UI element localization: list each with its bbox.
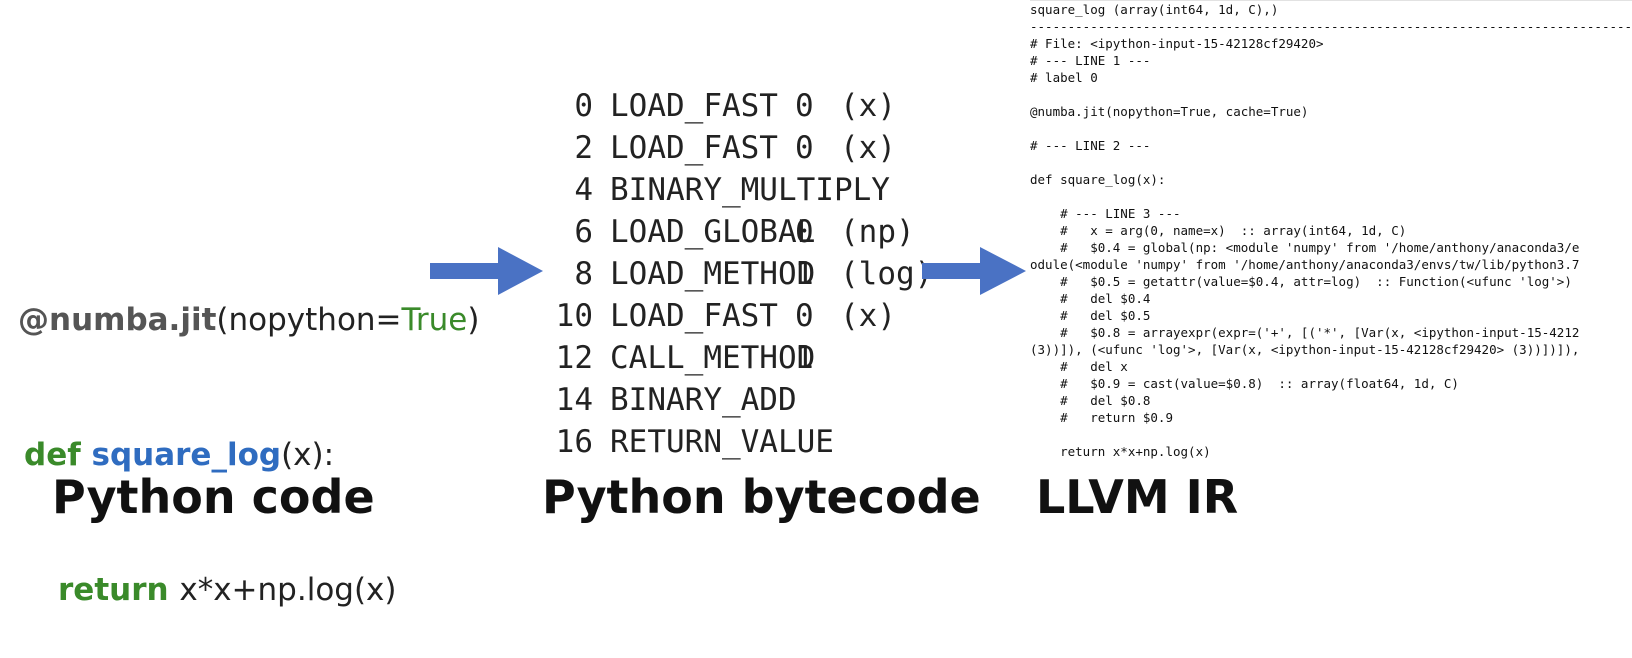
ir-line: # del $0.4 bbox=[1030, 291, 1151, 306]
ir-line: # x = arg(0, name=x) :: array(int64, 1d,… bbox=[1030, 223, 1407, 238]
bytecode-row: 0 LOAD_FAST 0 (x) bbox=[555, 85, 896, 127]
ir-line: ----------------------------------------… bbox=[1030, 19, 1632, 34]
ir-line: # --- LINE 3 --- bbox=[1030, 206, 1181, 221]
bytecode-arg: 0 bbox=[795, 298, 814, 334]
ir-line: # del x bbox=[1030, 359, 1128, 374]
bytecode-argval: (x) bbox=[840, 130, 896, 166]
bytecode-offset: 2 bbox=[574, 130, 593, 166]
bytecode-arg: 0 bbox=[795, 214, 814, 250]
return-line: return x*x+np.log(x) bbox=[18, 568, 480, 613]
bytecode-opname: BINARY_ADD bbox=[610, 382, 797, 418]
bytecode-argval: (np) bbox=[840, 214, 915, 250]
bytecode-row: 14 BINARY_ADD bbox=[555, 379, 797, 421]
ir-line bbox=[1030, 154, 1632, 171]
bytecode-offset: 14 bbox=[555, 382, 593, 418]
bytecode-offset: 12 bbox=[555, 340, 593, 376]
bytecode-arg: 1 bbox=[795, 256, 814, 292]
bytecode-argval: (x) bbox=[840, 88, 896, 124]
bytecode-opname: LOAD_FAST bbox=[610, 298, 778, 334]
bytecode-offset: 10 bbox=[555, 298, 593, 334]
bytecode-row: 10 LOAD_FAST 0 (x) bbox=[555, 295, 896, 337]
bytecode-argval: (x) bbox=[840, 298, 896, 334]
caption-llvm-ir: LLVM IR bbox=[1036, 470, 1239, 524]
caption-python-code: Python code bbox=[52, 470, 375, 524]
caption-python-bytecode: Python bytecode bbox=[542, 470, 981, 524]
bytecode-row: 4 BINARY_MULTIPLY bbox=[555, 169, 890, 211]
ir-line: # label 0 bbox=[1030, 70, 1098, 85]
bytecode-opname: LOAD_FAST bbox=[610, 88, 778, 124]
ir-line: return x*x+np.log(x) bbox=[1030, 444, 1211, 459]
ir-line: # return $0.9 bbox=[1030, 410, 1173, 425]
bytecode-row: 2 LOAD_FAST 0 (x) bbox=[555, 127, 896, 169]
decorator-open: (nopython= bbox=[216, 302, 402, 338]
ir-line: # --- LINE 2 --- bbox=[1030, 138, 1151, 153]
bytecode-row: 16 RETURN_VALUE bbox=[555, 421, 834, 463]
bytecode-opname: LOAD_METHOD bbox=[610, 256, 816, 292]
arrow-code-to-bytecode-icon bbox=[430, 247, 543, 295]
function-params: (x): bbox=[281, 437, 335, 473]
decorator-line: @numba.jit(nopython=True) bbox=[18, 298, 480, 343]
bytecode-offset: 4 bbox=[574, 172, 593, 208]
bytecode-opname: CALL_METHOD bbox=[610, 340, 816, 376]
ir-line bbox=[1030, 86, 1632, 103]
bytecode-opname: LOAD_FAST bbox=[610, 130, 778, 166]
ir-line: # del $0.8 bbox=[1030, 393, 1151, 408]
decorator-name: @numba.jit bbox=[18, 302, 217, 338]
ir-listing-panel: square_log (array(int64, 1d, C),) -------… bbox=[1030, 0, 1632, 471]
ir-line: # del $0.5 bbox=[1030, 308, 1151, 323]
function-name: square_log bbox=[91, 437, 282, 473]
def-line: def square_log(x): bbox=[18, 433, 480, 478]
ir-line bbox=[1030, 120, 1632, 137]
decorator-value: True bbox=[401, 302, 468, 338]
ir-line: # $0.4 = global(np: <module 'numpy' from… bbox=[1030, 240, 1580, 255]
ir-line: # File: <ipython-input-15-42128cf29420> bbox=[1030, 36, 1324, 51]
ir-line: square_log (array(int64, 1d, C),) bbox=[1030, 2, 1279, 17]
python-code-block: @numba.jit(nopython=True) def square_log… bbox=[18, 208, 480, 658]
decorator-close: ) bbox=[467, 302, 480, 338]
def-keyword: def bbox=[24, 437, 92, 473]
ir-line: @numba.jit(nopython=True, cache=True) bbox=[1030, 104, 1309, 119]
bytecode-opname: RETURN_VALUE bbox=[610, 424, 834, 460]
ir-line: # --- LINE 1 --- bbox=[1030, 53, 1151, 68]
bytecode-offset: 8 bbox=[574, 256, 593, 292]
ir-line: def square_log(x): bbox=[1030, 172, 1166, 187]
ir-line: odule(<module 'numpy' from '/home/anthon… bbox=[1030, 257, 1580, 272]
bytecode-argval: (log) bbox=[840, 256, 934, 292]
bytecode-offset: 6 bbox=[574, 214, 593, 250]
ir-line bbox=[1030, 188, 1632, 205]
bytecode-arg: 1 bbox=[795, 340, 814, 376]
ir-line: (3))]), (<ufunc 'log'>, [Var(x, <ipython… bbox=[1030, 342, 1580, 357]
ir-line: # $0.5 = getattr(value=$0.4, attr=log) :… bbox=[1030, 274, 1572, 289]
return-keyword: return bbox=[58, 572, 180, 608]
bytecode-offset: 0 bbox=[574, 88, 593, 124]
return-expression: x*x+np.log(x) bbox=[179, 572, 397, 608]
bytecode-arg: 0 bbox=[795, 88, 814, 124]
bytecode-arg: 0 bbox=[795, 130, 814, 166]
ir-line: # $0.8 = arrayexpr(expr=('+', [('*', [Va… bbox=[1030, 325, 1580, 340]
bytecode-offset: 16 bbox=[555, 424, 593, 460]
arrow-bytecode-to-ir-icon bbox=[922, 247, 1026, 295]
ir-line: # $0.9 = cast(value=$0.8) :: array(float… bbox=[1030, 376, 1459, 391]
bytecode-opname: BINARY_MULTIPLY bbox=[610, 172, 890, 208]
bytecode-opname: LOAD_GLOBAL bbox=[610, 214, 816, 250]
ir-line bbox=[1030, 426, 1632, 443]
